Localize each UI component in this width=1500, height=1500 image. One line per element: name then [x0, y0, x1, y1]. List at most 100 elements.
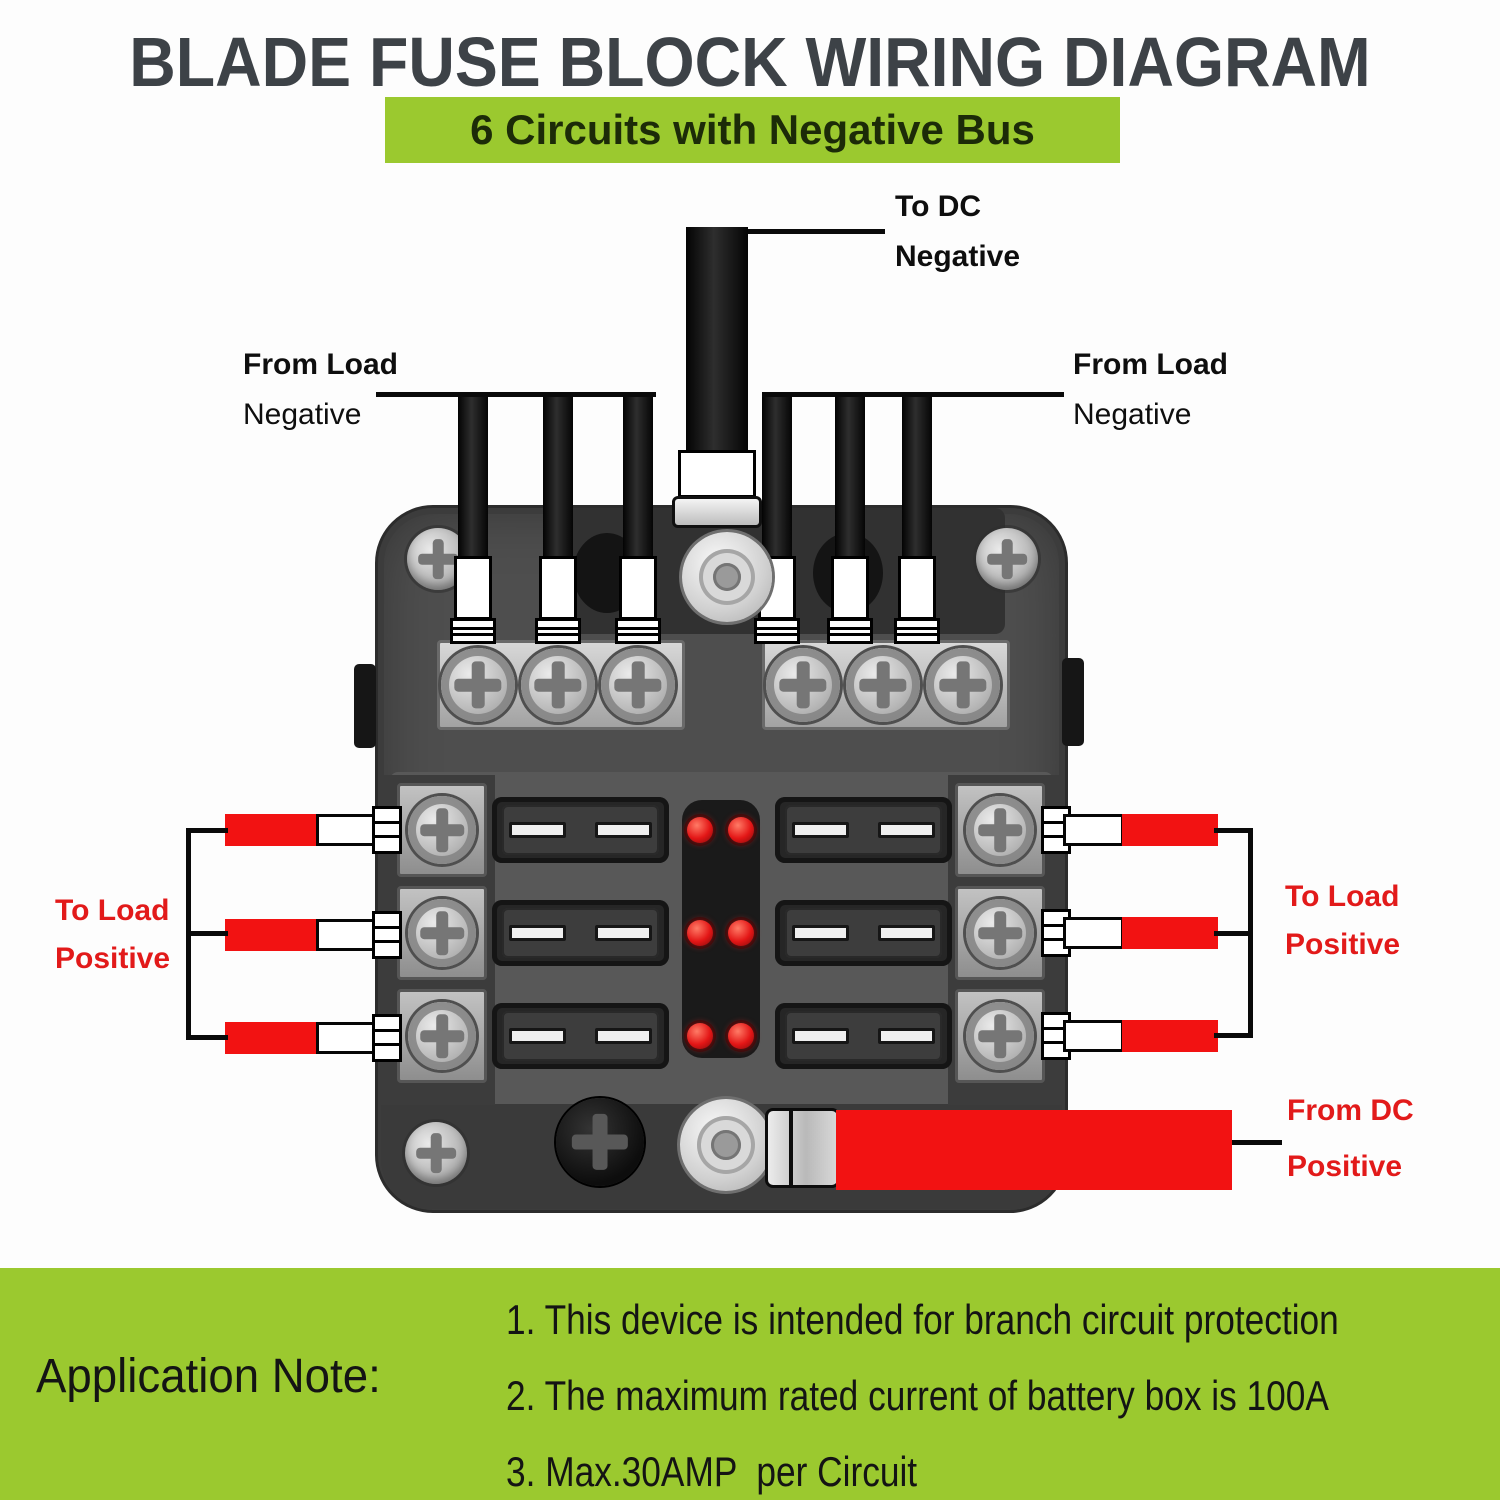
wire-ferrule: [539, 556, 577, 620]
wire-insulated-end: [1063, 917, 1124, 949]
fuse-blade: [792, 1028, 849, 1044]
fuse-blade: [792, 822, 849, 838]
wire-ferrule: [454, 556, 492, 620]
blown-fuse-led-icon: [687, 920, 713, 946]
fuse-slot: [492, 797, 669, 863]
dc-positive-lug: [765, 1108, 840, 1188]
from-dc-pointer-line: [1232, 1140, 1282, 1145]
to-dc-label-line2: Negative: [895, 240, 1021, 273]
application-note-panel: [0, 1268, 1500, 1500]
wire-insulated-end: [316, 919, 376, 951]
left-bracket-stub: [186, 828, 228, 833]
blown-fuse-led-icon: [728, 1023, 754, 1049]
to-dc-pointer-line: [748, 229, 885, 234]
fuse-slot: [775, 900, 952, 966]
fuse-blade: [595, 925, 652, 941]
cover-screw-icon: [556, 1098, 644, 1186]
bus-screw-icon: [846, 648, 920, 722]
subtitle-banner: 6 Circuits with Negative Bus: [385, 97, 1120, 163]
wire-crimp: [894, 618, 940, 644]
bus-screw-icon: [521, 648, 595, 722]
wire-ferrule: [898, 556, 936, 620]
wire-insulated-end: [1063, 1020, 1124, 1052]
fuse-blade: [509, 1028, 566, 1044]
dc-negative-lug-collar: [672, 496, 762, 528]
blown-fuse-led-icon: [687, 1023, 713, 1049]
fuse-blade: [595, 1028, 652, 1044]
to-load-right-label-line1: To Load: [1285, 880, 1400, 913]
blown-fuse-led-icon: [728, 817, 754, 843]
wire-ferrule: [619, 556, 657, 620]
load-positive-wire: [1122, 917, 1218, 949]
left-bracket-stub: [186, 931, 228, 936]
right-mount-tab: [1062, 658, 1084, 746]
from-load-left-label-line2: Negative: [243, 398, 362, 431]
wire-crimp: [754, 618, 800, 644]
left-mount-tab: [354, 664, 376, 748]
right-bracket-stub: [1214, 931, 1253, 936]
fuse-slot: [775, 797, 952, 863]
load-negative-wire: [623, 396, 653, 562]
terminal-screw-icon: [966, 796, 1034, 864]
from-load-right-label-line1: From Load: [1073, 348, 1228, 381]
fuse-slot: [492, 900, 669, 966]
wire-crimp: [535, 618, 581, 644]
to-dc-label-line1: To DC: [895, 190, 982, 223]
terminal-screw-icon: [408, 796, 476, 864]
fuse-slot: [492, 1003, 669, 1069]
corner-screw-icon: [976, 528, 1038, 590]
load-positive-wire: [1122, 1020, 1218, 1052]
fuse-blade: [509, 925, 566, 941]
wire-crimp: [372, 911, 402, 959]
bus-screw-icon: [926, 648, 1000, 722]
fuse-blade: [878, 822, 935, 838]
dc-positive-wire: [836, 1110, 1232, 1190]
blown-fuse-led-icon: [728, 920, 754, 946]
load-negative-wire: [835, 396, 865, 562]
wire-crimp: [372, 806, 402, 854]
wire-crimp: [615, 618, 661, 644]
page-title: BLADE FUSE BLOCK WIRING DIAGRAM: [129, 23, 1371, 101]
negative-stud-hole: [713, 563, 741, 591]
load-negative-wire: [458, 396, 488, 562]
fuse-blade: [595, 822, 652, 838]
application-note-item-2: 2. The maximum rated current of battery …: [506, 1372, 1329, 1419]
from-dc-label-line2: Positive: [1287, 1150, 1403, 1183]
application-note-item-3: 3. Max.30AMP per Circuit: [506, 1448, 918, 1495]
right-bracket-stub: [1214, 1033, 1253, 1038]
fuse-blade: [509, 822, 566, 838]
wire-crimp: [372, 1014, 402, 1062]
load-negative-wire: [762, 396, 792, 562]
fuse-blade: [878, 925, 935, 941]
load-positive-wire: [1122, 814, 1218, 846]
wire-insulated-end: [316, 814, 376, 846]
from-load-left-label-line1: From Load: [243, 348, 398, 381]
dc-negative-lug: [678, 450, 756, 498]
wire-insulated-end: [1063, 814, 1124, 846]
bus-screw-icon: [766, 648, 840, 722]
positive-stud-hole: [711, 1130, 741, 1160]
terminal-screw-icon: [408, 1002, 476, 1070]
to-load-left-label-line1: To Load: [55, 894, 170, 927]
terminal-screw-icon: [966, 899, 1034, 967]
load-negative-wire: [902, 396, 932, 562]
corner-screw-icon: [405, 1122, 467, 1184]
application-note-item-1: 1. This device is intended for branch ci…: [506, 1296, 1339, 1343]
load-positive-wire: [225, 814, 318, 846]
wire-ferrule: [831, 556, 869, 620]
fuse-blade: [792, 925, 849, 941]
from-load-left-pointer-line: [376, 392, 656, 397]
load-negative-wire: [543, 396, 573, 562]
subtitle-text: 6 Circuits with Negative Bus: [470, 106, 1035, 153]
bus-screw-icon: [601, 648, 675, 722]
load-positive-wire: [225, 919, 318, 951]
blown-fuse-led-icon: [687, 817, 713, 843]
dc-negative-wire: [686, 227, 748, 453]
to-load-right-label-line2: Positive: [1285, 928, 1401, 961]
fuse-slot: [775, 1003, 952, 1069]
terminal-screw-icon: [966, 1002, 1034, 1070]
application-note-heading: Application Note:: [36, 1350, 381, 1403]
terminal-screw-icon: [408, 899, 476, 967]
from-load-right-pointer-line: [762, 392, 1064, 397]
wire-insulated-end: [316, 1022, 376, 1054]
